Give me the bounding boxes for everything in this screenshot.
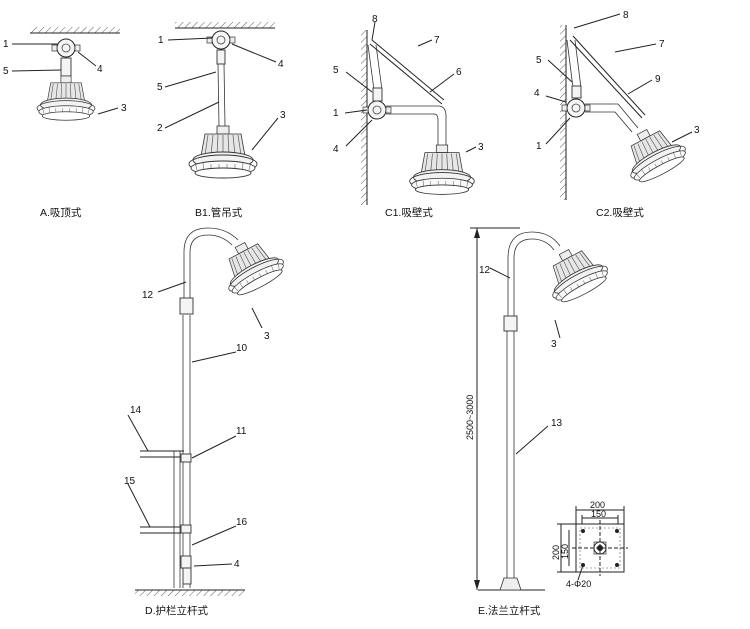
label-a-4: 4	[97, 64, 103, 75]
diagram-d-guardrail-pole: 12 3 10 14 11 15 16 4 D.护栏立杆式	[124, 227, 290, 617]
caption-c1: C1.吸壁式	[385, 206, 433, 219]
label-b1-2: 2	[157, 123, 163, 134]
diagram-a-ceiling-mount: 1 5 4 3 A.吸顶式	[3, 27, 127, 219]
label-a-3: 3	[121, 103, 127, 114]
diagram-c1-wall-mount: 8 7 5 6 1 4 3 C1.吸壁式	[333, 14, 484, 219]
label-c1-4: 4	[333, 144, 339, 155]
label-c1-7: 7	[434, 35, 440, 46]
caption-b1: B1.管吊式	[195, 206, 243, 219]
flange-holes-spec: 4-Φ20	[566, 579, 591, 589]
label-c1-8: 8	[372, 14, 378, 25]
label-e-3: 3	[551, 339, 557, 350]
label-c2-3: 3	[694, 125, 700, 136]
flange-plate-detail: 200 150 200 150 4-Φ20	[551, 500, 628, 589]
flange-dim-height-inner: 150	[560, 544, 570, 559]
label-d-11: 11	[236, 426, 247, 437]
caption-a: A.吸顶式	[40, 206, 82, 219]
label-b1-4: 4	[278, 59, 284, 70]
caption-c2: C2.吸壁式	[596, 206, 644, 219]
label-c1-1: 1	[333, 108, 339, 119]
label-b1-5: 5	[157, 82, 163, 93]
label-b1-3: 3	[280, 110, 286, 121]
label-d-10: 10	[236, 343, 248, 354]
label-c2-4: 4	[534, 88, 540, 99]
height-dimension: 2500~3000	[465, 395, 475, 440]
label-e-12: 12	[479, 265, 491, 276]
label-c2-9: 9	[655, 74, 661, 85]
label-c2-1: 1	[536, 141, 542, 152]
label-c2-8: 8	[623, 10, 629, 21]
diagram-e-flange-pole: 2500~3000 12 3 13 E.法兰立杆式	[465, 227, 614, 617]
label-b1-1: 1	[158, 35, 164, 46]
label-c2-7: 7	[659, 39, 665, 50]
label-d-15: 15	[124, 476, 136, 487]
diagram-c2-wall-mount: 8 7 5 9 4 1 3 C2.吸壁式	[534, 10, 700, 219]
label-d-3: 3	[264, 331, 270, 342]
flange-dim-width-inner: 150	[591, 509, 606, 519]
label-d-16: 16	[236, 517, 248, 528]
label-a-5: 5	[3, 66, 9, 77]
label-c1-5: 5	[333, 65, 339, 76]
label-d-14: 14	[130, 405, 142, 416]
label-c1-6: 6	[456, 67, 462, 78]
flange-dim-height-outer: 200	[551, 545, 561, 560]
label-c2-5: 5	[536, 55, 542, 66]
label-e-13: 13	[551, 418, 563, 429]
caption-d: D.护栏立杆式	[145, 604, 208, 617]
label-c1-3: 3	[478, 142, 484, 153]
diagram-b1-pipe-pendant: 1 4 5 2 3 B1.管吊式	[157, 22, 286, 219]
label-d-4: 4	[234, 559, 240, 570]
flange-dim-width-outer: 200	[590, 500, 605, 510]
label-a-1: 1	[3, 39, 9, 50]
label-d-12: 12	[142, 290, 154, 301]
caption-e: E.法兰立杆式	[478, 604, 541, 617]
